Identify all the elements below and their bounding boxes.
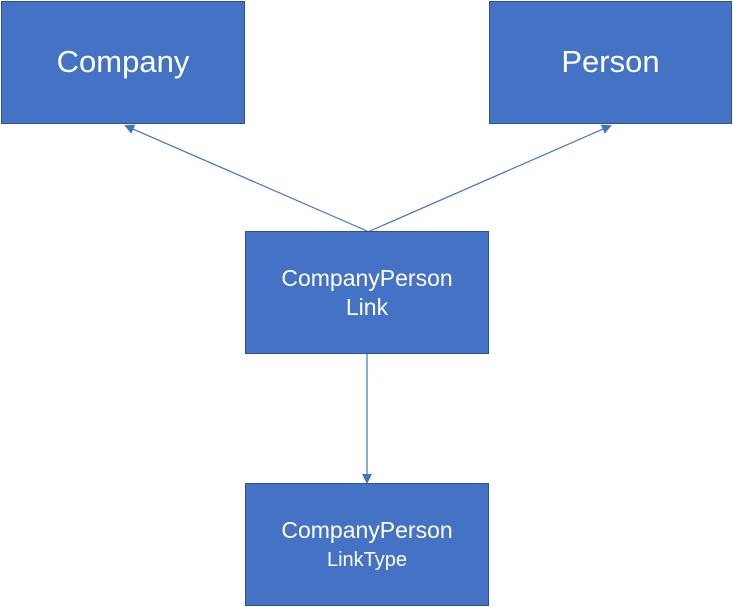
company-node: Company [1,1,245,124]
person-label: Person [561,44,660,80]
company-person-link-type-node: CompanyPerson LinkType [245,483,489,606]
edge-link-to-company [124,124,368,232]
company-person-link-node: CompanyPerson Link [245,231,489,354]
edge-link-to-person [369,124,612,232]
company-person-link-type-line2: LinkType [326,549,408,572]
company-person-link-type-line1: CompanyPerson [281,516,453,543]
person-node: Person [489,1,732,124]
company-label: Company [56,44,190,80]
company-person-link-line2: Link [345,293,389,320]
company-person-link-line1: CompanyPerson [281,264,453,291]
